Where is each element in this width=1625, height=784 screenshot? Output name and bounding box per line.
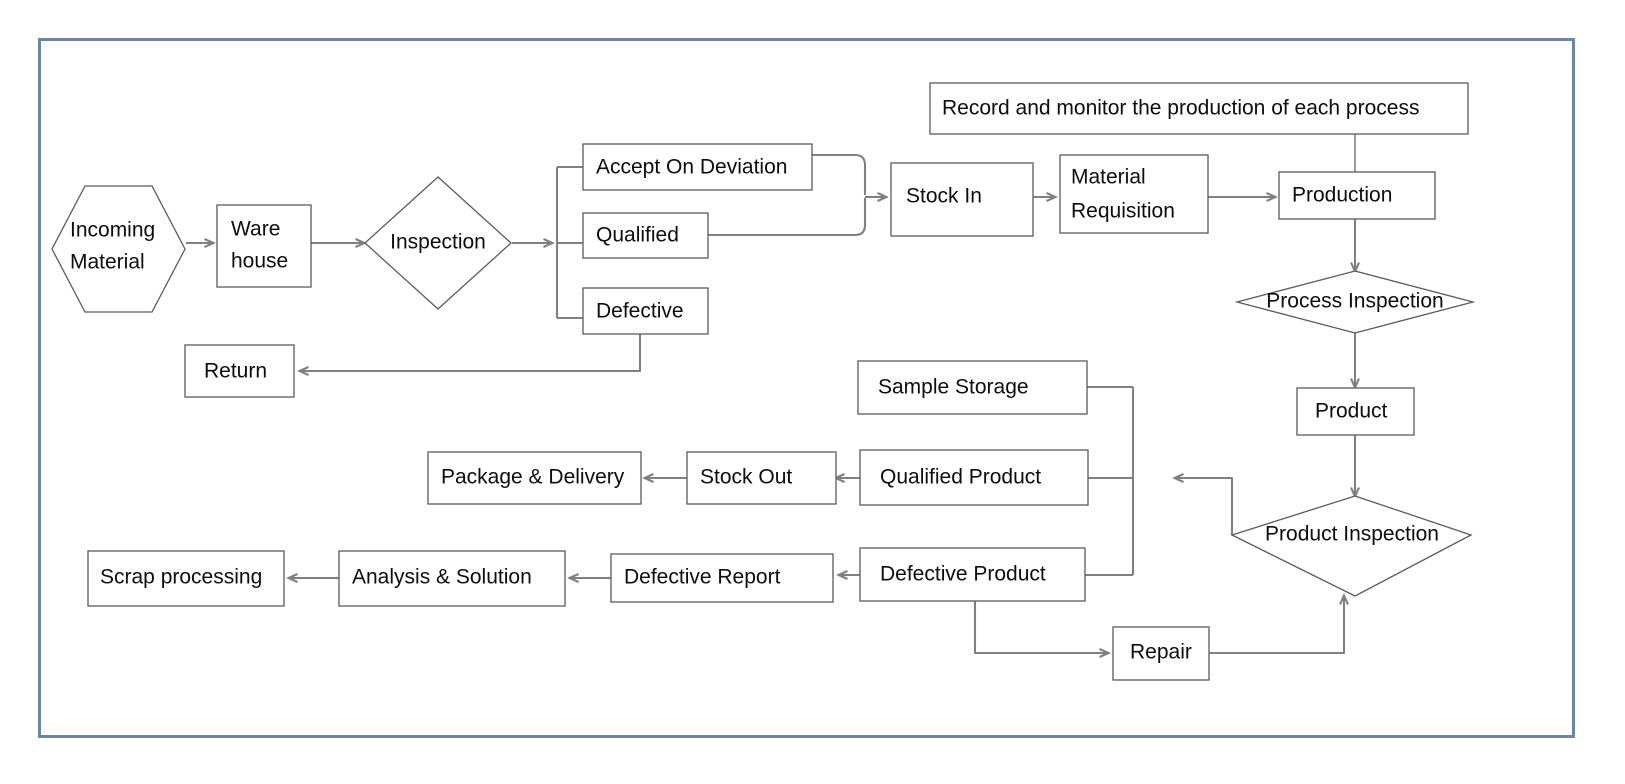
node-accept-on-deviation[interactable]: Accept On Deviation: [582, 143, 813, 191]
node-defective-product-label: Defective Product: [880, 563, 1046, 586]
node-inspection-label: Inspection: [390, 231, 486, 254]
node-product-inspection[interactable]: Product Inspection: [1230, 495, 1473, 597]
title-banner-label: Record and monitor the production of eac…: [942, 97, 1419, 120]
node-repair[interactable]: Repair: [1112, 626, 1210, 681]
node-incoming-material[interactable]: Incoming Material: [51, 185, 186, 313]
node-inspection[interactable]: Inspection: [364, 176, 512, 310]
node-package-delivery[interactable]: Package & Delivery: [427, 451, 642, 505]
node-qualified-product-label: Qualified Product: [880, 466, 1041, 489]
node-accept-on-deviation-label: Accept On Deviation: [596, 156, 787, 179]
node-stock-out[interactable]: Stock Out: [686, 451, 837, 505]
node-scrap-processing[interactable]: Scrap processing: [87, 550, 285, 607]
node-stock-in[interactable]: Stock In: [890, 162, 1034, 237]
node-warehouse-line2: house: [231, 250, 288, 273]
node-sample-storage[interactable]: Sample Storage: [857, 360, 1088, 415]
node-analysis-solution-label: Analysis & Solution: [352, 566, 532, 589]
node-defective-label: Defective: [596, 300, 684, 323]
node-warehouse-line1: Ware: [231, 218, 280, 241]
node-qualified[interactable]: Qualified: [582, 212, 709, 259]
node-repair-label: Repair: [1130, 641, 1192, 664]
node-package-delivery-label: Package & Delivery: [441, 466, 625, 489]
node-return[interactable]: Return: [184, 344, 295, 398]
node-defective-report-label: Defective Report: [624, 566, 781, 589]
node-material-requisition[interactable]: Material Requisition: [1059, 154, 1209, 234]
edge-repair-to-productinspection: [1209, 596, 1344, 655]
node-defective-report[interactable]: Defective Report: [610, 553, 834, 603]
node-analysis-solution[interactable]: Analysis & Solution: [338, 550, 566, 607]
node-title-banner[interactable]: Record and monitor the production of eac…: [929, 82, 1469, 135]
node-defective-product[interactable]: Defective Product: [859, 547, 1086, 602]
node-qualified-label: Qualified: [596, 224, 679, 247]
edge-productinspection-to-bus: [1175, 478, 1234, 535]
node-scrap-processing-label: Scrap processing: [100, 566, 262, 589]
edge-qualified-to-junction: [708, 198, 867, 237]
node-stock-in-label: Stock In: [906, 185, 982, 208]
node-sample-storage-label: Sample Storage: [878, 376, 1029, 399]
node-warehouse[interactable]: Ware house: [216, 204, 312, 288]
node-product-inspection-label: Product Inspection: [1265, 523, 1439, 546]
node-defective[interactable]: Defective: [582, 287, 709, 335]
node-stock-out-label: Stock Out: [700, 466, 792, 489]
node-product[interactable]: Product: [1296, 387, 1415, 436]
node-return-label: Return: [204, 360, 267, 383]
edge-defective-to-return: [300, 334, 642, 371]
node-incoming-material-line1: Incoming: [70, 219, 155, 242]
node-product-label: Product: [1315, 400, 1388, 423]
node-material-requisition-line2: Requisition: [1071, 200, 1175, 223]
node-production-label: Production: [1292, 184, 1392, 207]
node-qualified-product[interactable]: Qualified Product: [859, 449, 1089, 506]
node-incoming-material-line2: Material: [70, 251, 145, 274]
edge-defectiveproduct-to-repair: [973, 601, 1108, 653]
node-production[interactable]: Production: [1278, 171, 1436, 220]
node-material-requisition-line1: Material: [1071, 166, 1146, 189]
node-process-inspection-label: Process Inspection: [1266, 290, 1443, 313]
edge-accept-to-junction: [812, 153, 867, 195]
node-process-inspection[interactable]: Process Inspection: [1234, 270, 1476, 334]
